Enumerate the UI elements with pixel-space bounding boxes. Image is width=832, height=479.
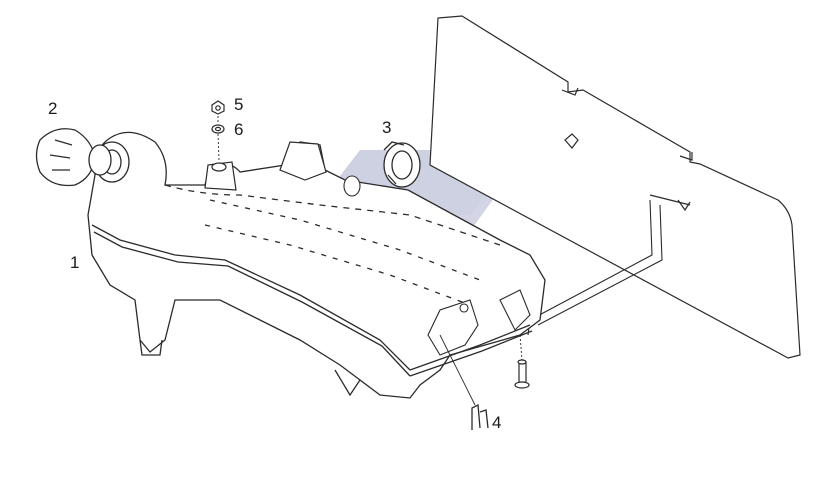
washer bbox=[211, 124, 225, 134]
neck-stub bbox=[343, 175, 361, 197]
clip bbox=[471, 403, 489, 430]
mounting-bracket bbox=[427, 289, 531, 356]
callout-2: 2 bbox=[48, 99, 58, 118]
filler-cap bbox=[35, 128, 112, 187]
callout-6: 6 bbox=[234, 120, 244, 139]
mounting-screw bbox=[514, 359, 530, 389]
mounting-bosses bbox=[204, 141, 327, 191]
callout-4: 4 bbox=[492, 413, 502, 432]
callout-3: 3 bbox=[382, 118, 392, 137]
leader-lines bbox=[217, 116, 523, 406]
mounting-panel bbox=[429, 15, 801, 359]
nut bbox=[211, 100, 225, 115]
neck-ring bbox=[383, 141, 421, 188]
callout-1: 1 bbox=[70, 253, 80, 272]
callout-5: 5 bbox=[234, 95, 244, 114]
